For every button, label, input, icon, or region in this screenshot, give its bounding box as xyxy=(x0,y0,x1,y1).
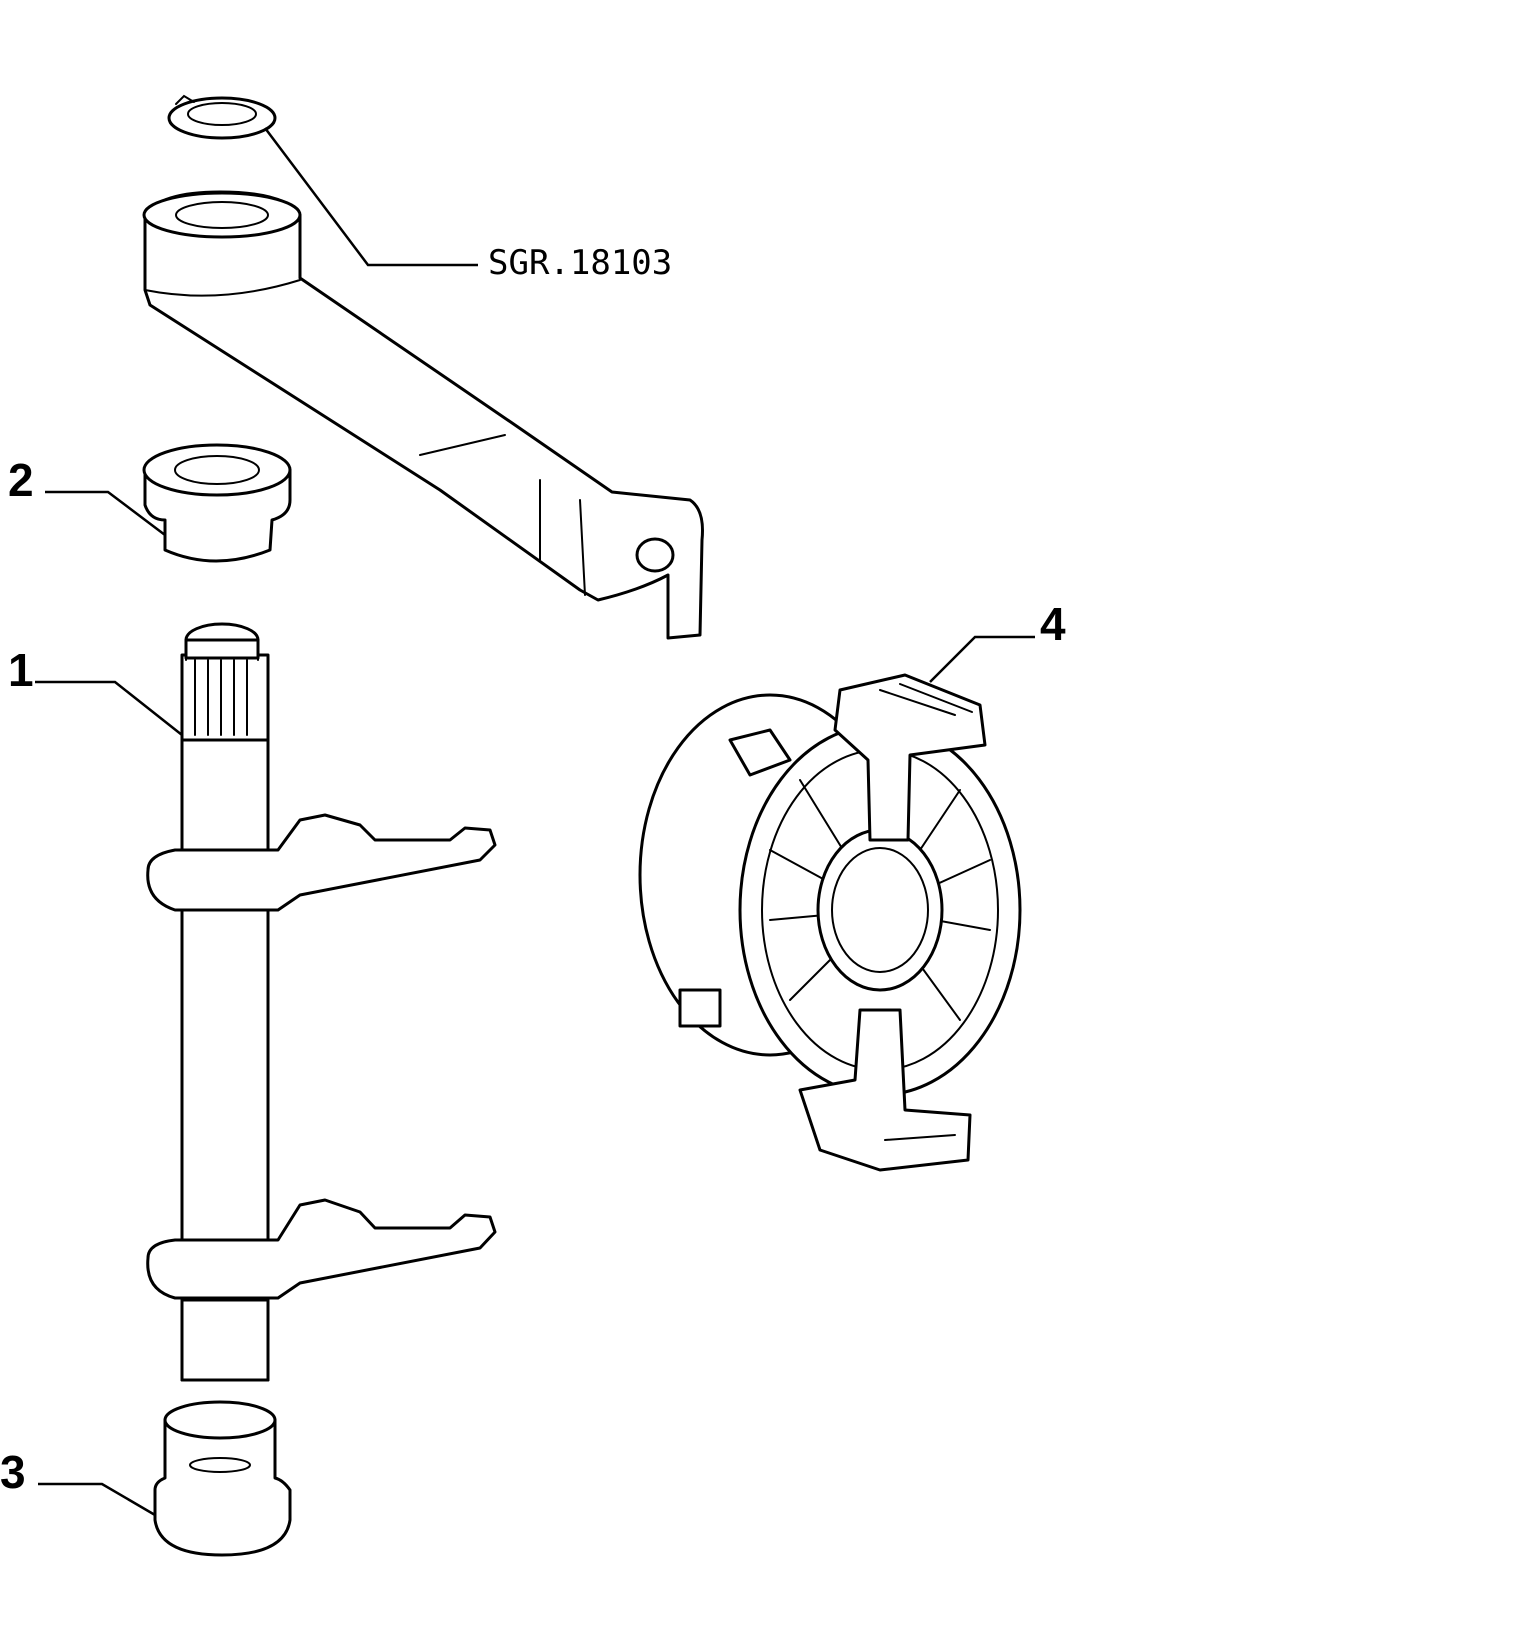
callout-4: 4 xyxy=(1040,598,1066,650)
leader-3 xyxy=(38,1482,156,1517)
callout-3: 3 xyxy=(0,1446,26,1498)
leader-ref xyxy=(264,127,478,267)
leader-4 xyxy=(929,635,1035,683)
retaining-clip xyxy=(167,94,277,140)
callout-1: 1 xyxy=(8,644,34,696)
bushing-upper xyxy=(142,443,292,563)
reference-code-label: SGR.18103 xyxy=(488,243,672,283)
bushing-lower xyxy=(153,1400,292,1557)
release-lever xyxy=(142,190,704,640)
callout-2: 2 xyxy=(8,454,34,506)
leader-2 xyxy=(45,490,166,536)
release-bearing xyxy=(638,673,1022,1172)
leader-lines xyxy=(35,127,1035,1517)
shift-shaft xyxy=(146,622,497,1382)
leader-1 xyxy=(35,680,183,736)
